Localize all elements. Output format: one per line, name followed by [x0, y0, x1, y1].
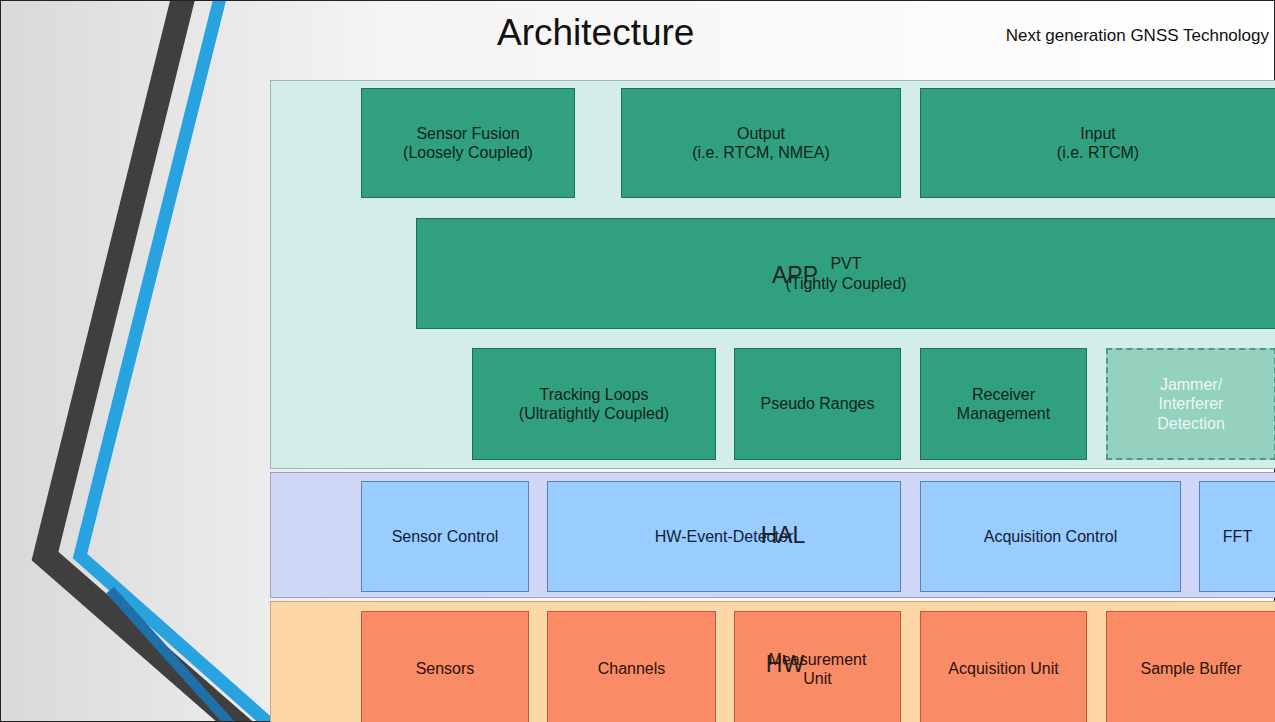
component-box: Output (i.e. RTCM, NMEA) — [621, 88, 901, 198]
component-box: Acquisition Control — [920, 481, 1181, 592]
component-label: Channels — [598, 659, 666, 678]
component-label: Sensor Fusion (Loosely Coupled) — [403, 124, 533, 162]
component-box: Sample Buffer — [1106, 611, 1275, 722]
component-box: Sensors — [361, 611, 529, 722]
component-label: Sensor Control — [392, 527, 499, 546]
component-box: Jammer/ Interferer Detection — [1106, 348, 1275, 460]
component-label: FFT — [1223, 527, 1252, 546]
component-label: HW-Event-Detector — [655, 527, 793, 546]
component-box: Sensor Control — [361, 481, 529, 592]
layer-band: HALSensor ControlHW-Event-DetectorAcquis… — [270, 472, 1275, 598]
component-label: Acquisition Unit — [948, 659, 1058, 678]
component-label: Jammer/ Interferer Detection — [1146, 375, 1236, 433]
component-label: Sample Buffer — [1140, 659, 1241, 678]
layer-band: APPSensor Fusion (Loosely Coupled)Output… — [270, 80, 1275, 469]
slide-title: Architecture — [497, 12, 694, 54]
component-label: Output (i.e. RTCM, NMEA) — [692, 124, 829, 162]
component-box: Pseudo Ranges — [734, 348, 901, 460]
component-box: Receiver Management — [920, 348, 1087, 460]
component-label: Input (i.e. RTCM) — [1057, 124, 1139, 162]
component-label: Receiver Management — [949, 385, 1059, 423]
subtitle-label: Next generation GNSS Technology — [1006, 26, 1269, 46]
component-label: Acquisition Control — [984, 527, 1117, 546]
component-box: Input (i.e. RTCM) — [920, 88, 1275, 198]
component-box: Tracking Loops (Ultratightly Coupled) — [472, 348, 716, 460]
component-box: PVT (Tightly Coupled) — [416, 218, 1275, 329]
component-box: Acquisition Unit — [920, 611, 1087, 722]
component-box: Measurement Unit — [734, 611, 901, 722]
component-label: Sensors — [416, 659, 475, 678]
blue-stripe — [80, 0, 282, 722]
component-label: Measurement Unit — [758, 650, 878, 688]
component-label: PVT (Tightly Coupled) — [785, 254, 906, 292]
blue-shadow — [110, 590, 240, 722]
component-label: Tracking Loops (Ultratightly Coupled) — [519, 385, 669, 423]
component-box: Sensor Fusion (Loosely Coupled) — [361, 88, 575, 198]
component-label: Pseudo Ranges — [761, 394, 875, 413]
component-box: Channels — [547, 611, 716, 722]
component-box: FFT — [1199, 481, 1275, 592]
component-box: HW-Event-Detector — [547, 481, 901, 592]
layer-band: HWSensorsChannelsMeasurement UnitAcquisi… — [270, 601, 1275, 722]
